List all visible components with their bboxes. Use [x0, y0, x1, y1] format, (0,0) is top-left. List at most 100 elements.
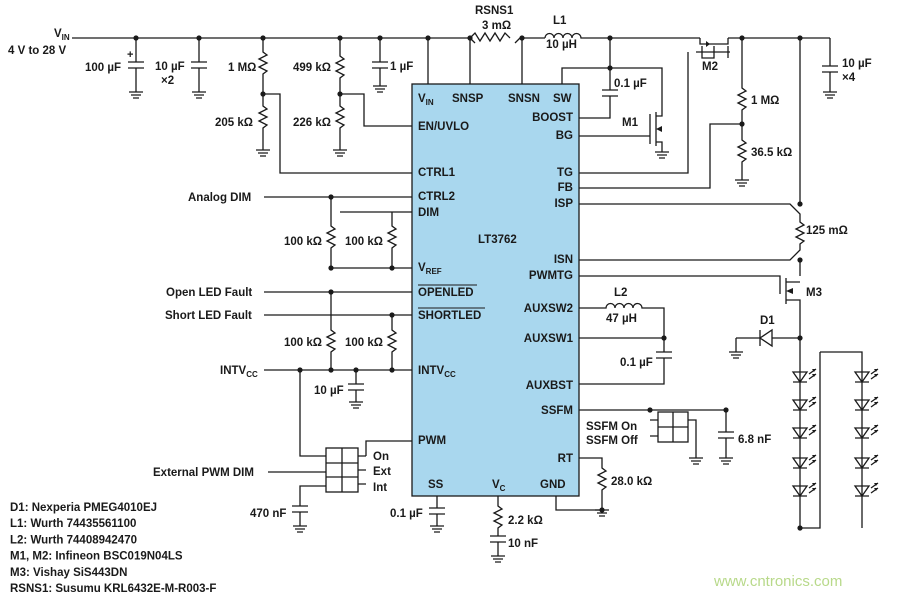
junction-dot [647, 407, 653, 413]
pin-rt: RT [558, 453, 573, 465]
led-diode [791, 482, 817, 498]
cout-value: 10 µF [842, 58, 872, 70]
ctrl1-wire [263, 93, 412, 174]
m1-label: M1 [622, 117, 639, 129]
junction-dot [797, 335, 803, 341]
c-intvcc-value: 10 µF [314, 385, 344, 397]
pin-boost: BOOST [532, 112, 573, 124]
junction-dot [797, 525, 803, 531]
pin-pwmtg: PWMTG [529, 270, 573, 282]
m3-arrow [786, 288, 793, 294]
led-diode [791, 454, 817, 470]
junction-dot [797, 201, 803, 207]
cout-cap [822, 38, 838, 99]
r-36k5-value: 36.5 kΩ [751, 147, 792, 159]
led-diode [791, 396, 817, 412]
watermark-text: www.cntronics.com [713, 573, 842, 590]
r-1meg-divider [256, 38, 270, 157]
snsp-wire [469, 38, 523, 84]
m2-arrow [706, 41, 710, 47]
junction-dot [739, 121, 745, 127]
c-vc-value: 10 nF [508, 538, 538, 550]
pin-pwm: PWM [418, 435, 446, 447]
pin-ctrl2: CTRL2 [418, 191, 455, 203]
junction-dot [328, 194, 334, 200]
open-led-fault-label: Open LED Fault [166, 287, 252, 299]
cin-ceramic-value: 10 µF [155, 61, 185, 73]
junction-dot [196, 35, 202, 41]
cin-bulk-value: 100 µF [85, 62, 121, 74]
pin-isp: ISP [554, 198, 573, 210]
junction-dot [797, 257, 803, 263]
m2-label: M2 [702, 61, 718, 73]
junction-dot [260, 91, 266, 97]
led-diode [853, 368, 879, 384]
pin-auxsw1: AUXSW1 [524, 333, 574, 345]
r-ctrl-a-value: 100 kΩ [284, 236, 322, 248]
pin-snsn: SNSN [508, 93, 540, 105]
junction-dot [328, 367, 334, 373]
fb-divider [735, 38, 749, 187]
m1-arrow [656, 126, 662, 132]
c-aux-value: 0.1 µF [620, 357, 653, 369]
lt3762-ic-body [411, 83, 580, 497]
pin-snsp: SNSP [452, 93, 484, 105]
rsns1-resistor [469, 31, 521, 44]
led-diode [853, 424, 879, 440]
pin-intvcc: INTVCC [418, 365, 456, 379]
c-1u-cap [372, 38, 388, 93]
switch-on-label: On [373, 451, 389, 463]
cin-bulk-cap [128, 38, 144, 99]
bom-line: M3: Vishay SiS443DN [10, 567, 127, 579]
pin-sw: SW [553, 93, 572, 105]
l2-value: 47 µH [606, 313, 637, 325]
c-ssfm-value: 6.8 nF [738, 434, 771, 446]
led-diode [853, 482, 879, 498]
junction-dot [467, 35, 473, 41]
ssfm-switch-detail [650, 412, 703, 465]
c-intvcc-cap [348, 370, 364, 409]
vin-label: VIN [54, 28, 70, 42]
bom-line: RSNS1: Susumu KRL6432E-M-R003-F [10, 583, 216, 595]
pin-shortled: SHORTLED [418, 310, 481, 322]
m3-label: M3 [806, 287, 822, 299]
bom-line: L1: Wurth 74435561100 [10, 518, 136, 530]
bom-line: D1: Nexperia PMEG4010EJ [10, 502, 157, 514]
junction-dot [377, 35, 383, 41]
l2-inductor [579, 302, 665, 352]
c-boost-cap [579, 68, 618, 119]
pin-openled: OPENLED [418, 287, 474, 299]
c-470n-value: 470 nF [250, 508, 286, 520]
pin-ctrl1: CTRL1 [418, 167, 456, 179]
pin-en-uvlo: EN/UVLO [418, 121, 469, 133]
r-rt-value: 28.0 kΩ [611, 476, 652, 488]
pin-tg: TG [557, 167, 573, 179]
junction-dot [607, 65, 613, 71]
bill-of-materials: D1: Nexperia PMEG4010EJ L1: Wurth 7443556… [10, 502, 216, 595]
led-string-b [800, 351, 879, 529]
rsns1-label: RSNS1 [475, 5, 514, 17]
l1-label: L1 [553, 15, 567, 27]
led-diode [791, 368, 817, 384]
m2-mosfet [696, 38, 730, 59]
en-uvlo-wire [340, 93, 412, 127]
junction-dot [739, 35, 745, 41]
sw-pin-wire [561, 38, 611, 84]
ssfm-off-label: SSFM Off [586, 435, 638, 447]
junction-dot [389, 367, 395, 373]
r-ctrl-b-value: 100 kΩ [345, 236, 383, 248]
r-vc-value: 2.2 kΩ [508, 515, 543, 527]
pin-dim: DIM [418, 207, 439, 219]
junction-dot [337, 91, 343, 97]
r-flt-a-value: 100 kΩ [284, 337, 322, 349]
c-boost-value: 0.1 µF [614, 78, 647, 90]
pin-vin: VIN [418, 93, 434, 107]
vc-network [490, 496, 506, 563]
bom-line: M1, M2: Infineon BSC019N04LS [10, 551, 183, 563]
bom-line: L2: Wurth 74408942470 [10, 534, 137, 546]
led-string-a [791, 330, 817, 528]
junction-dot [797, 35, 803, 41]
r-sense-value: 125 mΩ [806, 225, 848, 237]
d1-label: D1 [760, 315, 775, 327]
